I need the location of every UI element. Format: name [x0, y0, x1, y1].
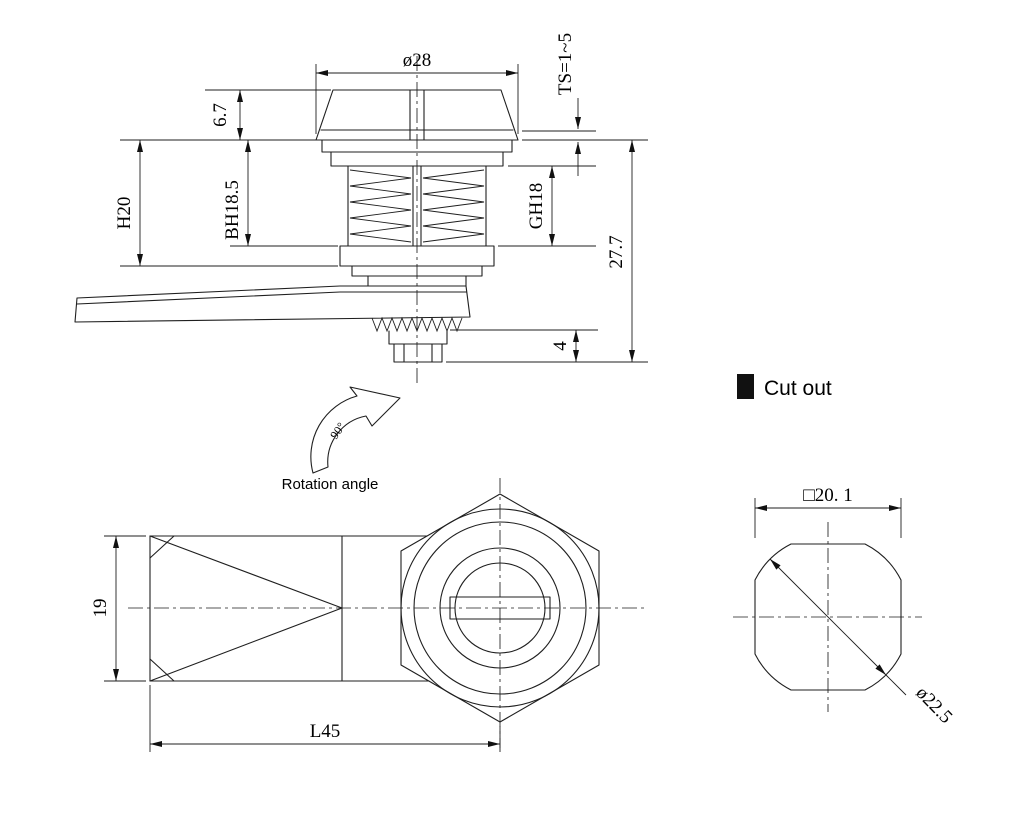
dim-gh18-label: GH18: [526, 183, 547, 229]
dim-square-size-label: □20. 1: [803, 485, 852, 506]
cam-body-bevels: [149, 535, 343, 682]
threads-right: [422, 169, 485, 243]
dim-h20-label: H20: [114, 197, 135, 230]
plan-extension-lines: [104, 535, 501, 752]
dim-line-corner-diameter: [769, 558, 887, 676]
side-view: ø28 TS=1~5 6.7 H20 BH18.5 GH18 27.7 4: [74, 33, 648, 384]
head-flange: [321, 139, 513, 167]
dim-bh18-label: BH18.5: [222, 180, 243, 240]
cutout-legend-swatch: [737, 374, 754, 399]
dim-diagonal-label: ø22.5: [912, 683, 957, 728]
dim-panel-thickness-label: TS=1~5: [555, 33, 576, 95]
head-circle-outer: [400, 508, 600, 708]
cam-body-outline: [149, 535, 430, 682]
hex-head-outline: [400, 493, 600, 723]
dim-head-height-label: 6.7: [210, 103, 231, 127]
dim-stem-height-label: 4: [550, 341, 571, 351]
cutout-legend: Cut out: [737, 374, 832, 400]
head-circle-inner: [454, 562, 546, 654]
dim-length-label: L45: [310, 721, 341, 742]
washer-hub: [351, 265, 483, 287]
threaded-body-sides: [347, 165, 487, 247]
mounting-nut: [339, 245, 495, 267]
side-extension-lines: [120, 64, 648, 363]
cutout-view: □20. 1 ø22.5: [733, 485, 956, 728]
cutout-extension-lines: [754, 498, 907, 696]
rotation-indicator: 90° Rotation angle: [282, 386, 401, 493]
head-circle-2: [413, 521, 587, 695]
key-slot-edges: [409, 89, 425, 141]
dim-total-height-label: 27.7: [606, 235, 627, 268]
dim-head-diameter-label: ø28: [403, 50, 432, 71]
cutout-legend-label: Cut out: [764, 377, 832, 400]
head-circle-3: [439, 547, 561, 669]
plan-view: 19 L45: [90, 478, 648, 752]
end-nut: [393, 343, 443, 363]
key-slot-plan: [449, 596, 551, 620]
cutout-shape-outline: [754, 543, 902, 691]
rotation-angle-label: Rotation angle: [282, 476, 379, 493]
rotation-arrow-icon: [310, 386, 401, 474]
stem-cylinder: [388, 330, 448, 345]
dim-cam-width-label: 19: [90, 599, 111, 618]
threads-left: [349, 169, 412, 243]
cam-arm: [74, 285, 471, 323]
lock-head-outline: [315, 89, 519, 141]
